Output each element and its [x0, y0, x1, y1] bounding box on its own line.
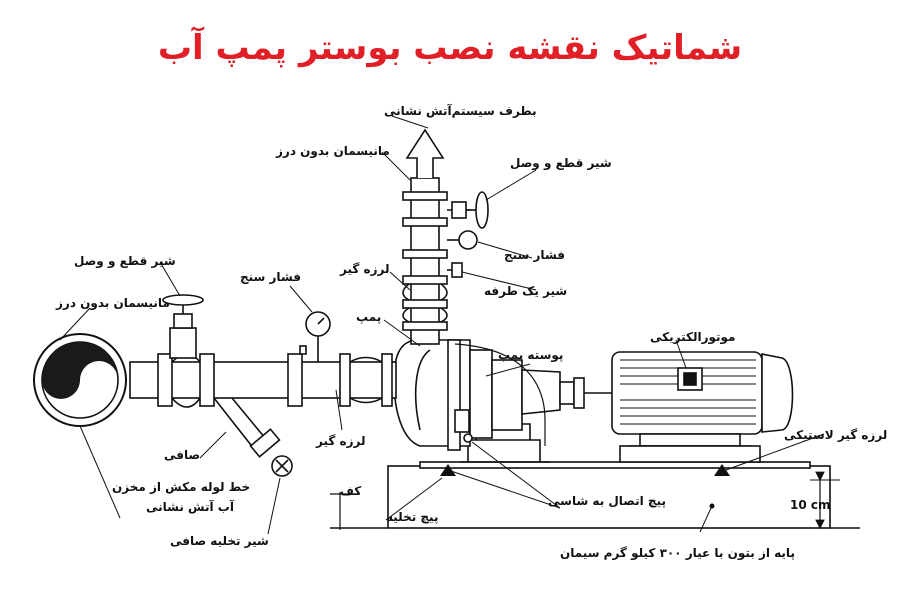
diagram-title: شماتیک نقشه نصب بوستر پمپ آب	[157, 28, 743, 68]
label-suction-line-1: خط لوله مکش از مخزن	[112, 480, 251, 494]
label-drain-screw: پیچ تخلیه	[386, 510, 439, 524]
label-rubber-absorber: لرزه گیر لاستیکی	[784, 428, 888, 442]
left-gauge	[299, 311, 331, 362]
label-floor: کف	[340, 484, 362, 498]
label-pump-casing: پوسته پمپ	[498, 348, 564, 362]
height-dimension	[810, 471, 840, 530]
label-pump: پمپ	[356, 310, 382, 324]
suction-pipe	[129, 353, 397, 408]
label-seamless-nipple-left: مانیسمان بدون درز	[56, 296, 170, 310]
label-shutoff-valve-right: شیر قطع و وصل	[510, 156, 612, 170]
label-suction-line-2: آب آتش نشانی	[146, 500, 234, 514]
label-vibration-absorber-suction: لرزه گیر	[316, 434, 366, 448]
pump-body	[393, 339, 561, 451]
leader-lines	[59, 115, 825, 535]
label-check-valve: شیر یک طرفه	[484, 284, 568, 298]
label-pressure-gauge-right: فشار سنج	[504, 248, 566, 262]
discharge-fittings	[447, 191, 489, 278]
shaft-coupling	[559, 377, 612, 409]
label-vibration-absorber-top: لرزه گیر	[340, 262, 390, 276]
electric-motor	[611, 351, 794, 463]
label-to-fire-system: بطرف سیستم‌آتش نشانی	[384, 104, 537, 118]
label-pressure-gauge-left: فشار سنج	[240, 270, 302, 284]
label-chassis-bolt: پیچ اتصال به شاسی	[548, 494, 666, 508]
label-strainer: صافی	[164, 448, 201, 462]
concrete-base	[330, 461, 860, 530]
label-concrete-base: پایه از بتون با عیار ۳۰۰ کیلو گرم سیمان	[560, 546, 795, 560]
label-height-dimension: 10 cm	[790, 498, 831, 512]
label-shutoff-valve-left: شیر قطع و وصل	[74, 254, 176, 268]
label-seamless-nipple-top: مانیسمان بدون درز	[276, 144, 390, 158]
left-valve	[162, 294, 204, 359]
label-strainer-drain-valve: شیر تخلیه صافی	[170, 534, 269, 548]
discharge-pipe	[402, 128, 448, 345]
water-tank	[33, 333, 127, 427]
label-electric-motor: موتورالکتریکی	[650, 330, 736, 344]
strainer	[213, 397, 293, 477]
